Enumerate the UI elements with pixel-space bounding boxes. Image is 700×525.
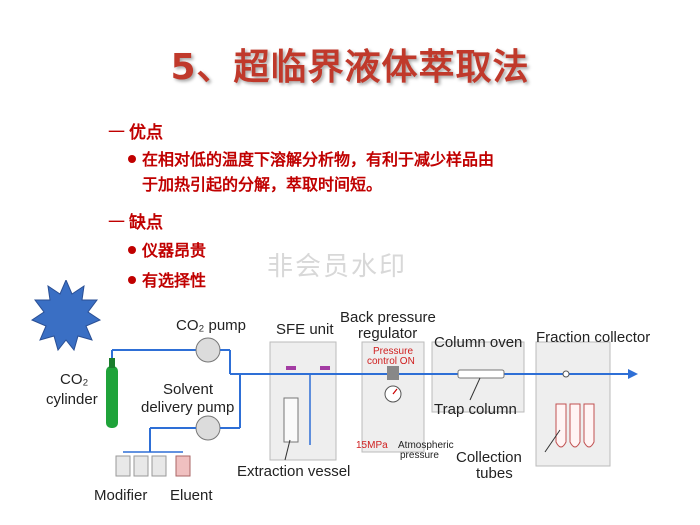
trap-column-label: Trap column — [434, 401, 517, 418]
sfe-diagram: CO₂ pump CO₂ cylinder Solvent delivery p… — [30, 280, 650, 504]
disadvantages-item-1: 有选择性 — [142, 271, 207, 290]
extraction-vessel-icon — [283, 397, 299, 443]
advantages-heading: 一优点 — [108, 118, 163, 143]
sfe-valve-icon — [320, 366, 330, 370]
collection-tubes-label-2: tubes — [476, 465, 513, 482]
atmospheric-label-2: pressure — [400, 450, 439, 461]
atmospheric-label: Atmospheric — [398, 440, 454, 451]
dash-marker: 一 — [108, 123, 125, 143]
dash-marker: 一 — [108, 213, 125, 233]
disadvantages-item: 有选择性 — [128, 268, 206, 293]
advantages-item-line1: 在相对低的温度下溶解分析物，有利于减少样品由 — [142, 150, 495, 169]
fraction-valve-icon — [562, 370, 570, 378]
advantages-heading-text: 优点 — [129, 123, 163, 143]
solvent-pump-label-2: delivery pump — [141, 399, 234, 416]
pressure-control-label-2: control ON — [367, 356, 415, 367]
trap-column-icon — [457, 369, 505, 379]
column-oven-label: Column oven — [434, 334, 522, 351]
flow-arrow-head — [628, 369, 638, 379]
advantages-item-cont: 于加热引起的分解，萃取时间短。 — [142, 172, 382, 197]
advantages-item: 在相对低的温度下溶解分析物，有利于减少样品由 — [128, 147, 494, 172]
solvent-pump-icon — [195, 415, 221, 441]
back-pressure-label: Back pressure — [340, 309, 436, 326]
co2-pump-label: CO₂ pump — [176, 317, 246, 334]
watermark: 非会员水印 — [267, 252, 408, 282]
co2-cylinder-valve — [109, 358, 115, 368]
sfe-unit-label: SFE unit — [276, 321, 334, 338]
extraction-vessel-label: Extraction vessel — [237, 463, 350, 480]
disadvantages-item-0: 仪器昂贵 — [142, 241, 207, 260]
fraction-collector-label: Fraction collector — [536, 329, 650, 346]
collection-tubes-label: Collection — [456, 449, 522, 466]
bpr-box — [387, 366, 399, 380]
bullet-dot — [128, 245, 136, 254]
bullet-dot — [128, 154, 136, 163]
disadvantages-item: 仪器昂贵 — [128, 238, 206, 263]
eluent-label: Eluent — [170, 487, 213, 504]
pointer-line — [544, 429, 561, 453]
pressure-control-label: Pressure — [373, 346, 413, 357]
eluent-bottle — [175, 455, 191, 477]
sfe-valve-icon — [286, 366, 296, 370]
disadvantages-heading: 一缺点 — [108, 208, 163, 233]
co2-cylinder — [106, 366, 118, 428]
gauge-needle — [392, 388, 398, 395]
collection-tubes-icon — [555, 403, 595, 448]
bullet-dot — [128, 275, 136, 284]
star-icon — [30, 280, 102, 352]
solvent-pump-label: Solvent — [163, 381, 214, 398]
co2-cylinder-label: CO₂ — [60, 371, 89, 388]
pointer-line — [284, 439, 291, 461]
disadvantages-heading-text: 缺点 — [129, 213, 163, 233]
sfe-unit-panel — [269, 341, 337, 461]
pointer-line — [469, 377, 481, 401]
modifier-label: Modifier — [94, 487, 147, 504]
co2-pump-icon — [195, 337, 221, 363]
pressure-15-label: 15MPa — [356, 440, 388, 451]
slide-title: 5、超临界液体萃取法 — [170, 47, 530, 88]
co2-cylinder-label-2: cylinder — [46, 391, 98, 408]
back-pressure-label-2: regulator — [358, 325, 417, 342]
advantages-item-line2: 于加热引起的分解，萃取时间短。 — [142, 175, 383, 194]
modifier-bottles — [115, 455, 167, 477]
